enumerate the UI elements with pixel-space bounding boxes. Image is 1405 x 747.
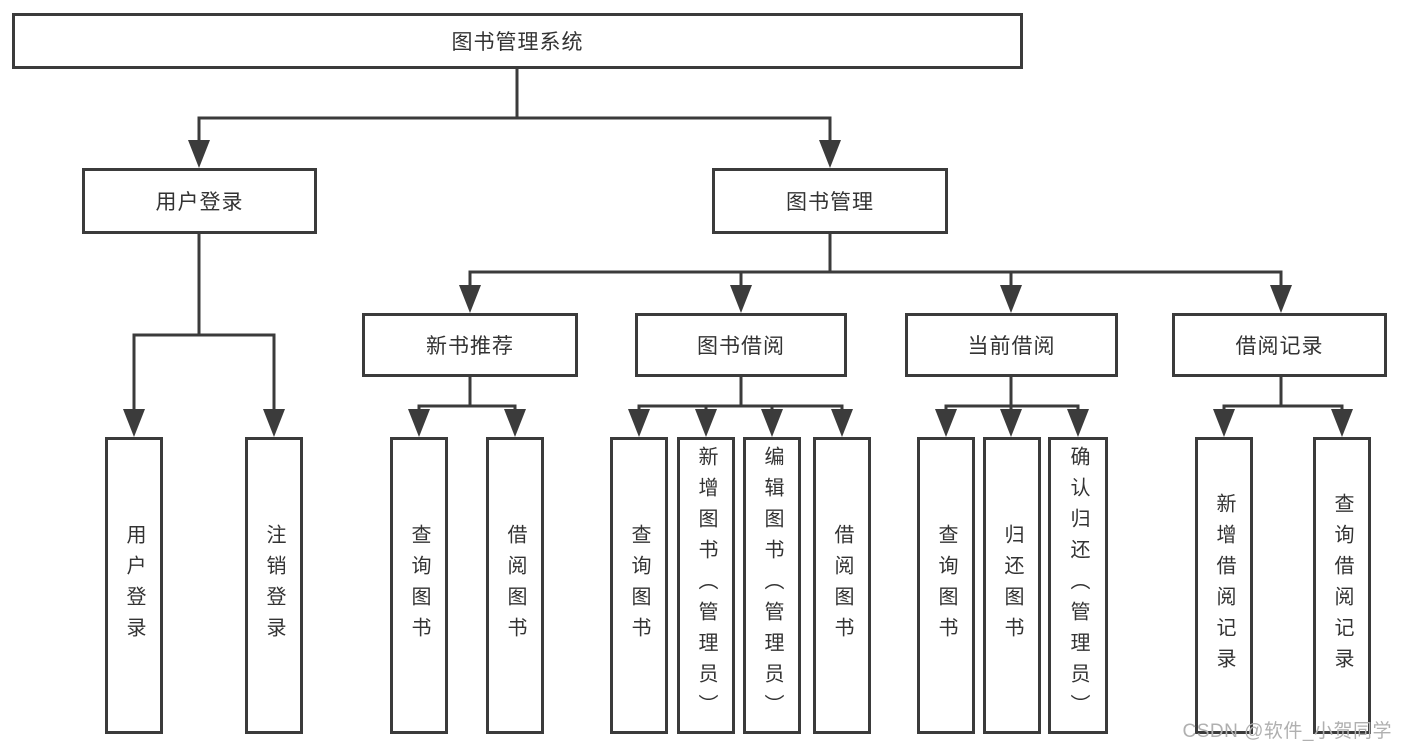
leaf-label: 注销登录 — [263, 523, 285, 648]
node-new-book-recommendation: 新书推荐 — [362, 313, 578, 377]
node-book-management: 图书管理 — [712, 168, 948, 234]
node-label: 图书借阅 — [697, 335, 785, 358]
leaf-label: 新增借阅记录 — [1213, 492, 1235, 679]
leaf-label: 用户登录 — [123, 523, 145, 648]
leaf-label: 查询借阅记录 — [1331, 492, 1353, 679]
connector-mgmt-to-level3 — [459, 232, 1292, 313]
node-label: 借阅记录 — [1235, 335, 1324, 358]
node-book-borrowing: 图书借阅 — [635, 313, 847, 377]
leaf-borrowing-add-books-admin: 新增图书（管理员） — [677, 437, 735, 734]
leaf-records-query-borrow-record: 查询借阅记录 — [1313, 437, 1371, 734]
leaf-label: 归还图书 — [1001, 523, 1023, 648]
node-borrowing-records: 借阅记录 — [1172, 313, 1387, 377]
connector-borrow-to-leaves — [628, 375, 853, 437]
leaf-borrowing-query-books: 查询图书 — [610, 437, 668, 734]
leaf-label: 借阅图书 — [504, 523, 526, 648]
node-label: 当前借阅 — [967, 335, 1056, 358]
connector-newbooks-to-leaves — [408, 375, 526, 437]
connector-current-to-leaves — [935, 375, 1089, 437]
leaf-label: 编辑图书（管理员） — [761, 446, 783, 725]
leaf-user-login: 用户登录 — [105, 437, 163, 734]
leaf-label: 查询图书 — [628, 523, 650, 648]
leaf-label: 新增图书（管理员） — [695, 446, 717, 725]
leaf-borrowing-borrow-books: 借阅图书 — [813, 437, 871, 734]
leaf-current-confirm-return-admin: 确认归还（管理员） — [1048, 437, 1108, 734]
watermark-text: CSDN @软件_小贺同学 — [1182, 721, 1392, 742]
node-label: 图书管理系统 — [451, 31, 584, 54]
leaf-borrowing-edit-books-admin: 编辑图书（管理员） — [743, 437, 801, 734]
leaf-current-query-books: 查询图书 — [917, 437, 975, 734]
leaf-label: 确认归还（管理员） — [1067, 446, 1089, 725]
leaf-logout-login: 注销登录 — [245, 437, 303, 734]
node-label: 图书管理 — [786, 191, 874, 214]
node-library-system-root: 图书管理系统 — [12, 13, 1023, 69]
leaf-label: 查询图书 — [408, 523, 430, 648]
leaf-label: 借阅图书 — [831, 523, 853, 648]
leaf-newbooks-borrow-books: 借阅图书 — [486, 437, 544, 734]
leaf-label: 查询图书 — [935, 523, 957, 648]
connector-records-to-leaves — [1213, 375, 1353, 437]
leaf-newbooks-query-books: 查询图书 — [390, 437, 448, 734]
node-current-borrowing: 当前借阅 — [905, 313, 1118, 377]
node-label: 用户登录 — [155, 191, 244, 214]
connector-login-to-leaves — [123, 232, 285, 437]
node-label: 新书推荐 — [426, 335, 514, 358]
leaf-records-add-borrow-record: 新增借阅记录 — [1195, 437, 1253, 734]
node-user-login: 用户登录 — [82, 168, 317, 234]
connector-root-to-level2 — [188, 66, 841, 168]
leaf-current-return-books: 归还图书 — [983, 437, 1041, 734]
